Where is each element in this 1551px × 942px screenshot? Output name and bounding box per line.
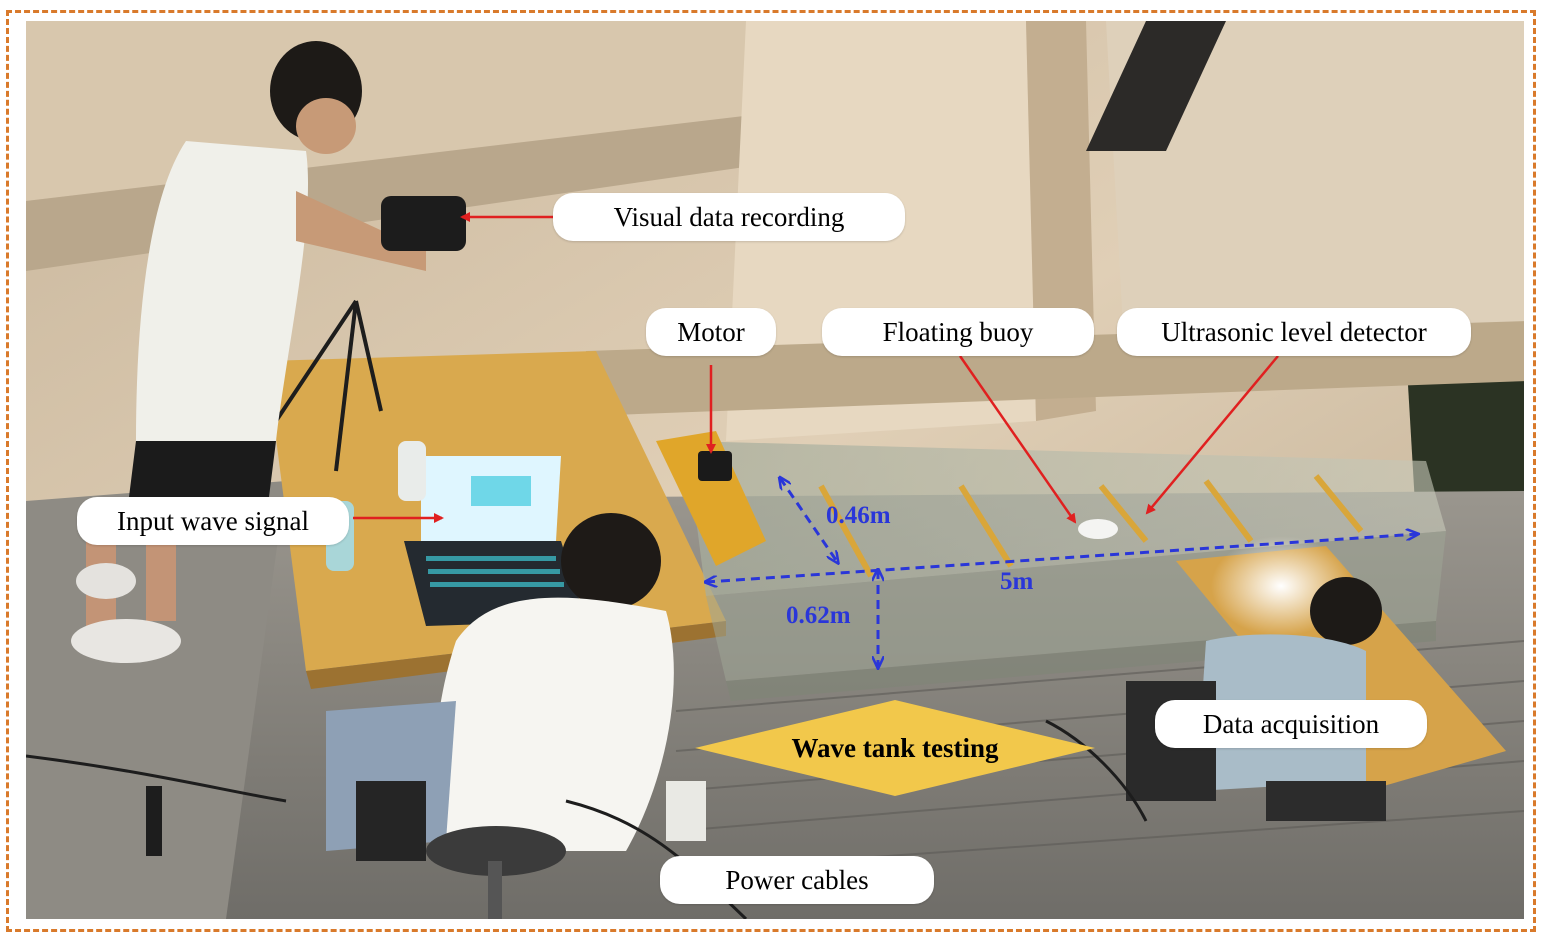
- person-seated: [326, 513, 674, 919]
- label-data-acquisition: Data acquisition: [1155, 700, 1427, 748]
- label-power-cables: Power cables: [660, 856, 934, 904]
- arrow-floating-buoy: [958, 355, 1077, 524]
- power-strip: [666, 781, 706, 841]
- dark-foliage: [1406, 341, 1524, 541]
- label-ultrasonic-level-detector: Ultrasonic level detector: [1117, 308, 1471, 356]
- dimension-line-length: [706, 534, 1418, 582]
- pillar: [1106, 21, 1524, 381]
- dimension-width: 0.46m: [826, 502, 891, 529]
- dimension-depth: 0.62m: [786, 602, 851, 629]
- title-label: Wave tank testing: [791, 732, 999, 763]
- dimension-length: 5m: [1000, 568, 1034, 595]
- title-diamond: [695, 700, 1095, 796]
- dimension-line-width: [780, 478, 838, 563]
- arrow-ultrasonic: [1145, 355, 1279, 515]
- label-motor: Motor: [646, 308, 776, 356]
- label-visual-data-recording: Visual data recording: [553, 193, 905, 241]
- label-floating-buoy: Floating buoy: [822, 308, 1094, 356]
- label-input-wave-signal: Input wave signal: [77, 497, 349, 545]
- dashed-frame: [6, 10, 1536, 932]
